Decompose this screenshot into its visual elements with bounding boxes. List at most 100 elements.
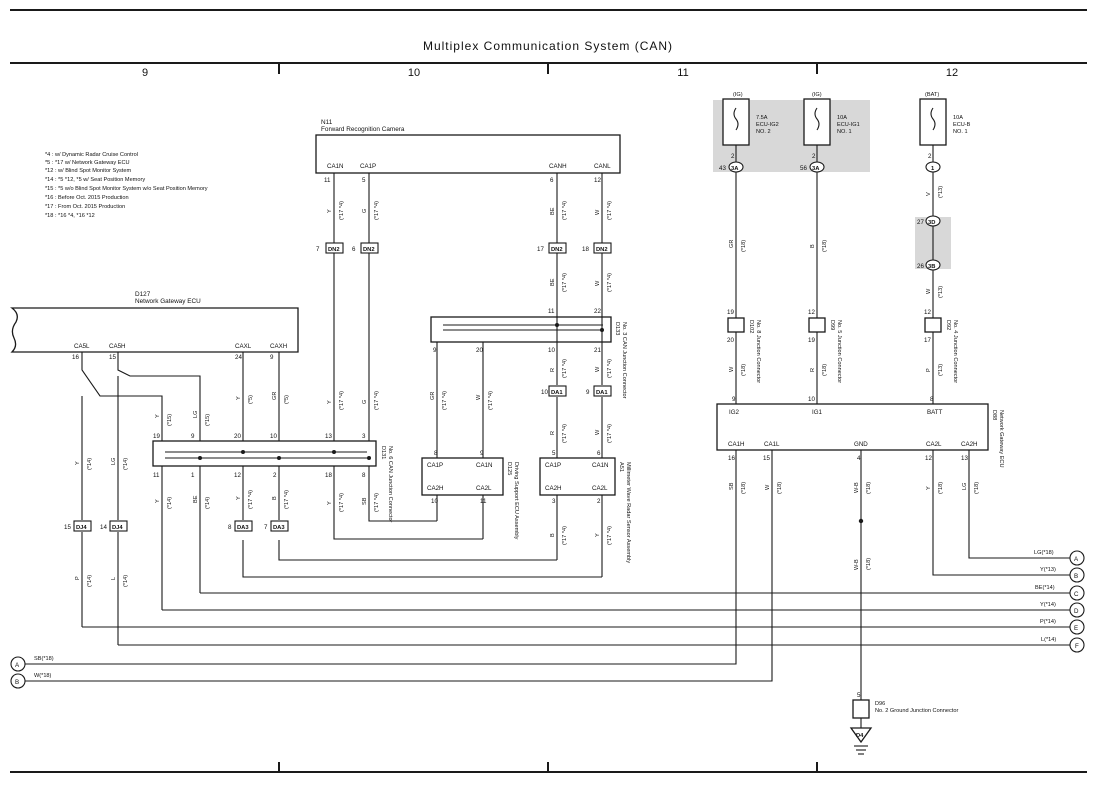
ground-symbol-icon — [849, 727, 873, 744]
svg-text:R: R — [550, 431, 556, 435]
svg-text:CA2L: CA2L — [592, 485, 608, 492]
svg-text:(*5): (*5) — [248, 395, 254, 404]
d92-junction-box — [924, 317, 942, 333]
svg-text:20: 20 — [234, 433, 241, 440]
svg-text:9: 9 — [732, 396, 736, 403]
svg-text:(IG): (IG) — [812, 92, 822, 98]
d102-junction-box — [727, 317, 745, 333]
d133-name: No. 3 CAN Junction Connector — [621, 322, 627, 399]
d96-ground-junction — [852, 699, 870, 719]
note-line: *12 : w/ Blind Spot Monitor System — [45, 168, 131, 174]
svg-text:DA3: DA3 — [273, 525, 285, 531]
svg-text:CA1N: CA1N — [476, 462, 493, 469]
connector-da1 — [593, 385, 612, 397]
svg-text:(*17 *4): (*17 *4) — [374, 493, 380, 512]
svg-text:P(*14): P(*14) — [1040, 619, 1056, 625]
connector-label: DN2 — [596, 247, 608, 253]
svg-text:ECU-B: ECU-B — [953, 122, 971, 128]
svg-text:Network Gateway ECU: Network Gateway ECU — [998, 410, 1004, 468]
svg-text:CA1P: CA1P — [545, 462, 561, 469]
d125-name: Driving Support ECU Assembly — [513, 462, 519, 540]
svg-text:16: 16 — [72, 354, 79, 361]
svg-text:NO. 2: NO. 2 — [756, 129, 771, 135]
svg-text:Y: Y — [327, 501, 333, 505]
svg-text:(*13): (*13) — [938, 186, 944, 198]
svg-text:D99: D99 — [829, 320, 835, 330]
note-line: *15 : *5 w/o Blind Spot Monitor System w… — [45, 186, 208, 192]
svg-text:8: 8 — [228, 524, 232, 531]
svg-text:(*17 *4): (*17 *4) — [607, 359, 613, 378]
connector-label: DN2 — [363, 247, 375, 253]
svg-text:C: C — [1074, 591, 1079, 598]
svg-text:3: 3 — [552, 498, 556, 505]
svg-text:24: 24 — [235, 354, 242, 361]
svg-text:5: 5 — [552, 450, 556, 457]
svg-text:F: F — [1075, 643, 1079, 650]
svg-text:(*14): (*14) — [123, 575, 129, 587]
d99-junction-box — [808, 317, 826, 333]
svg-text:9: 9 — [433, 347, 437, 354]
svg-text:5: 5 — [362, 177, 366, 184]
d131-code: D131 — [380, 446, 386, 459]
svg-text:2: 2 — [928, 153, 932, 160]
connector-dn2 — [593, 242, 612, 254]
svg-text:3B: 3B — [928, 264, 935, 270]
svg-text:(*18): (*18) — [777, 482, 783, 494]
svg-text:8: 8 — [930, 396, 934, 403]
svg-text:6: 6 — [352, 246, 356, 253]
connector-label: DN2 — [551, 247, 563, 253]
d127-code: D127 — [135, 291, 151, 298]
svg-text:B: B — [1074, 573, 1078, 580]
svg-text:(*17 *4): (*17 *4) — [607, 424, 613, 443]
svg-text:SB(*18): SB(*18) — [34, 656, 54, 662]
svg-text:(*14): (*14) — [205, 497, 211, 509]
svg-text:1: 1 — [191, 472, 195, 479]
column-ticks — [278, 63, 818, 772]
svg-text:DA3: DA3 — [237, 525, 249, 531]
svg-text:2: 2 — [731, 153, 735, 160]
n11-pin: CANL — [594, 163, 611, 170]
svg-text:LG: LG — [193, 411, 199, 418]
svg-text:(*18): (*18) — [822, 240, 828, 252]
svg-text:(*17 *4): (*17 *4) — [374, 201, 380, 220]
svg-text:(*17 *4): (*17 *4) — [562, 273, 568, 292]
d131-junction-box — [152, 440, 377, 467]
connector-da3 — [234, 520, 253, 532]
svg-text:11: 11 — [153, 472, 160, 479]
connector-label: DA1 — [551, 390, 563, 396]
svg-text:W: W — [595, 429, 601, 435]
svg-text:(*15): (*15) — [205, 414, 211, 426]
svg-text:B: B — [810, 244, 816, 248]
svg-text:(*17 *4): (*17 *4) — [488, 391, 494, 410]
svg-text:V: V — [926, 192, 932, 196]
svg-text:(*14): (*14) — [87, 458, 93, 470]
svg-text:(*14): (*14) — [87, 575, 93, 587]
svg-text:G: G — [362, 209, 368, 213]
svg-text:10A: 10A — [953, 115, 963, 121]
svg-text:7: 7 — [264, 524, 268, 531]
svg-text:Y: Y — [155, 499, 161, 503]
svg-text:IG2: IG2 — [729, 409, 740, 416]
svg-text:(*17 *4): (*17 *4) — [562, 201, 568, 220]
svg-text:GR: GR — [430, 392, 436, 400]
diagram-title: Multiplex Communication System (CAN) — [423, 39, 673, 53]
dn2-connectors: DN2 7 DN2 6 DN2 17 DN2 18 — [316, 242, 612, 254]
svg-text:Y: Y — [595, 533, 601, 537]
svg-text:(*17 *4): (*17 *4) — [442, 391, 448, 410]
svg-text:No. 4 Junction Connector: No. 4 Junction Connector — [952, 320, 958, 383]
connector-dn2 — [325, 242, 344, 254]
svg-text:W: W — [765, 484, 771, 490]
svg-text:2: 2 — [812, 153, 816, 160]
svg-text:BE: BE — [550, 278, 556, 286]
svg-text:2: 2 — [273, 472, 277, 479]
connector-da1 — [548, 385, 567, 397]
svg-text:21: 21 — [594, 347, 601, 354]
svg-text:B: B — [550, 533, 556, 537]
svg-text:5: 5 — [857, 692, 861, 699]
svg-text:(*17 *4): (*17 *4) — [562, 424, 568, 443]
svg-text:19: 19 — [153, 433, 160, 440]
svg-text:W(*18): W(*18) — [34, 673, 52, 679]
svg-text:D4: D4 — [856, 733, 864, 739]
svg-text:W: W — [476, 394, 482, 400]
